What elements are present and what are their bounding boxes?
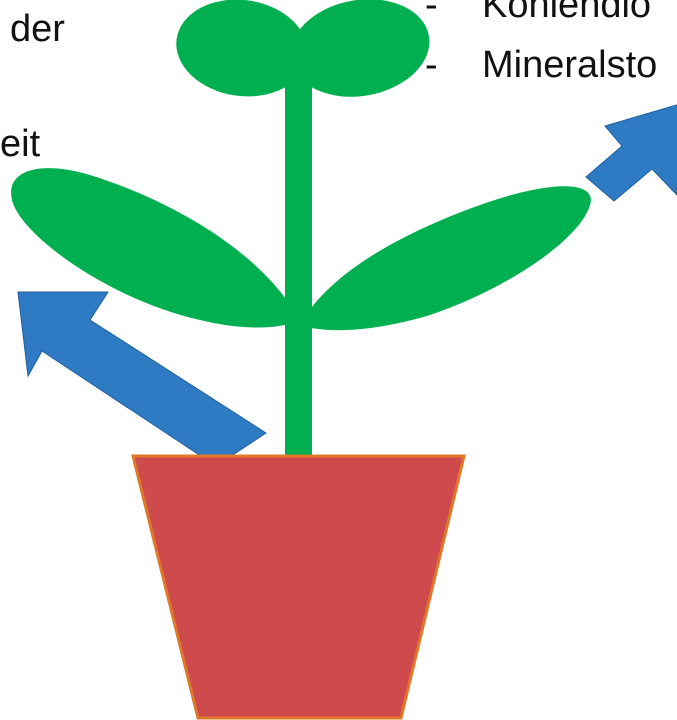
right-list-bullet-2: - [425, 46, 438, 84]
right-arrow [586, 104, 677, 201]
flower-pot [133, 456, 464, 718]
plant-stem [285, 48, 312, 460]
right-list-bullet-1: - [425, 0, 438, 24]
right-list-item-2: Mineralsto [482, 46, 657, 84]
left-label-line1: der [10, 10, 65, 48]
big-right-leaf [300, 186, 591, 330]
right-list-item-1: Kohlendio [482, 0, 651, 24]
left-label-line2: eit [0, 125, 40, 163]
